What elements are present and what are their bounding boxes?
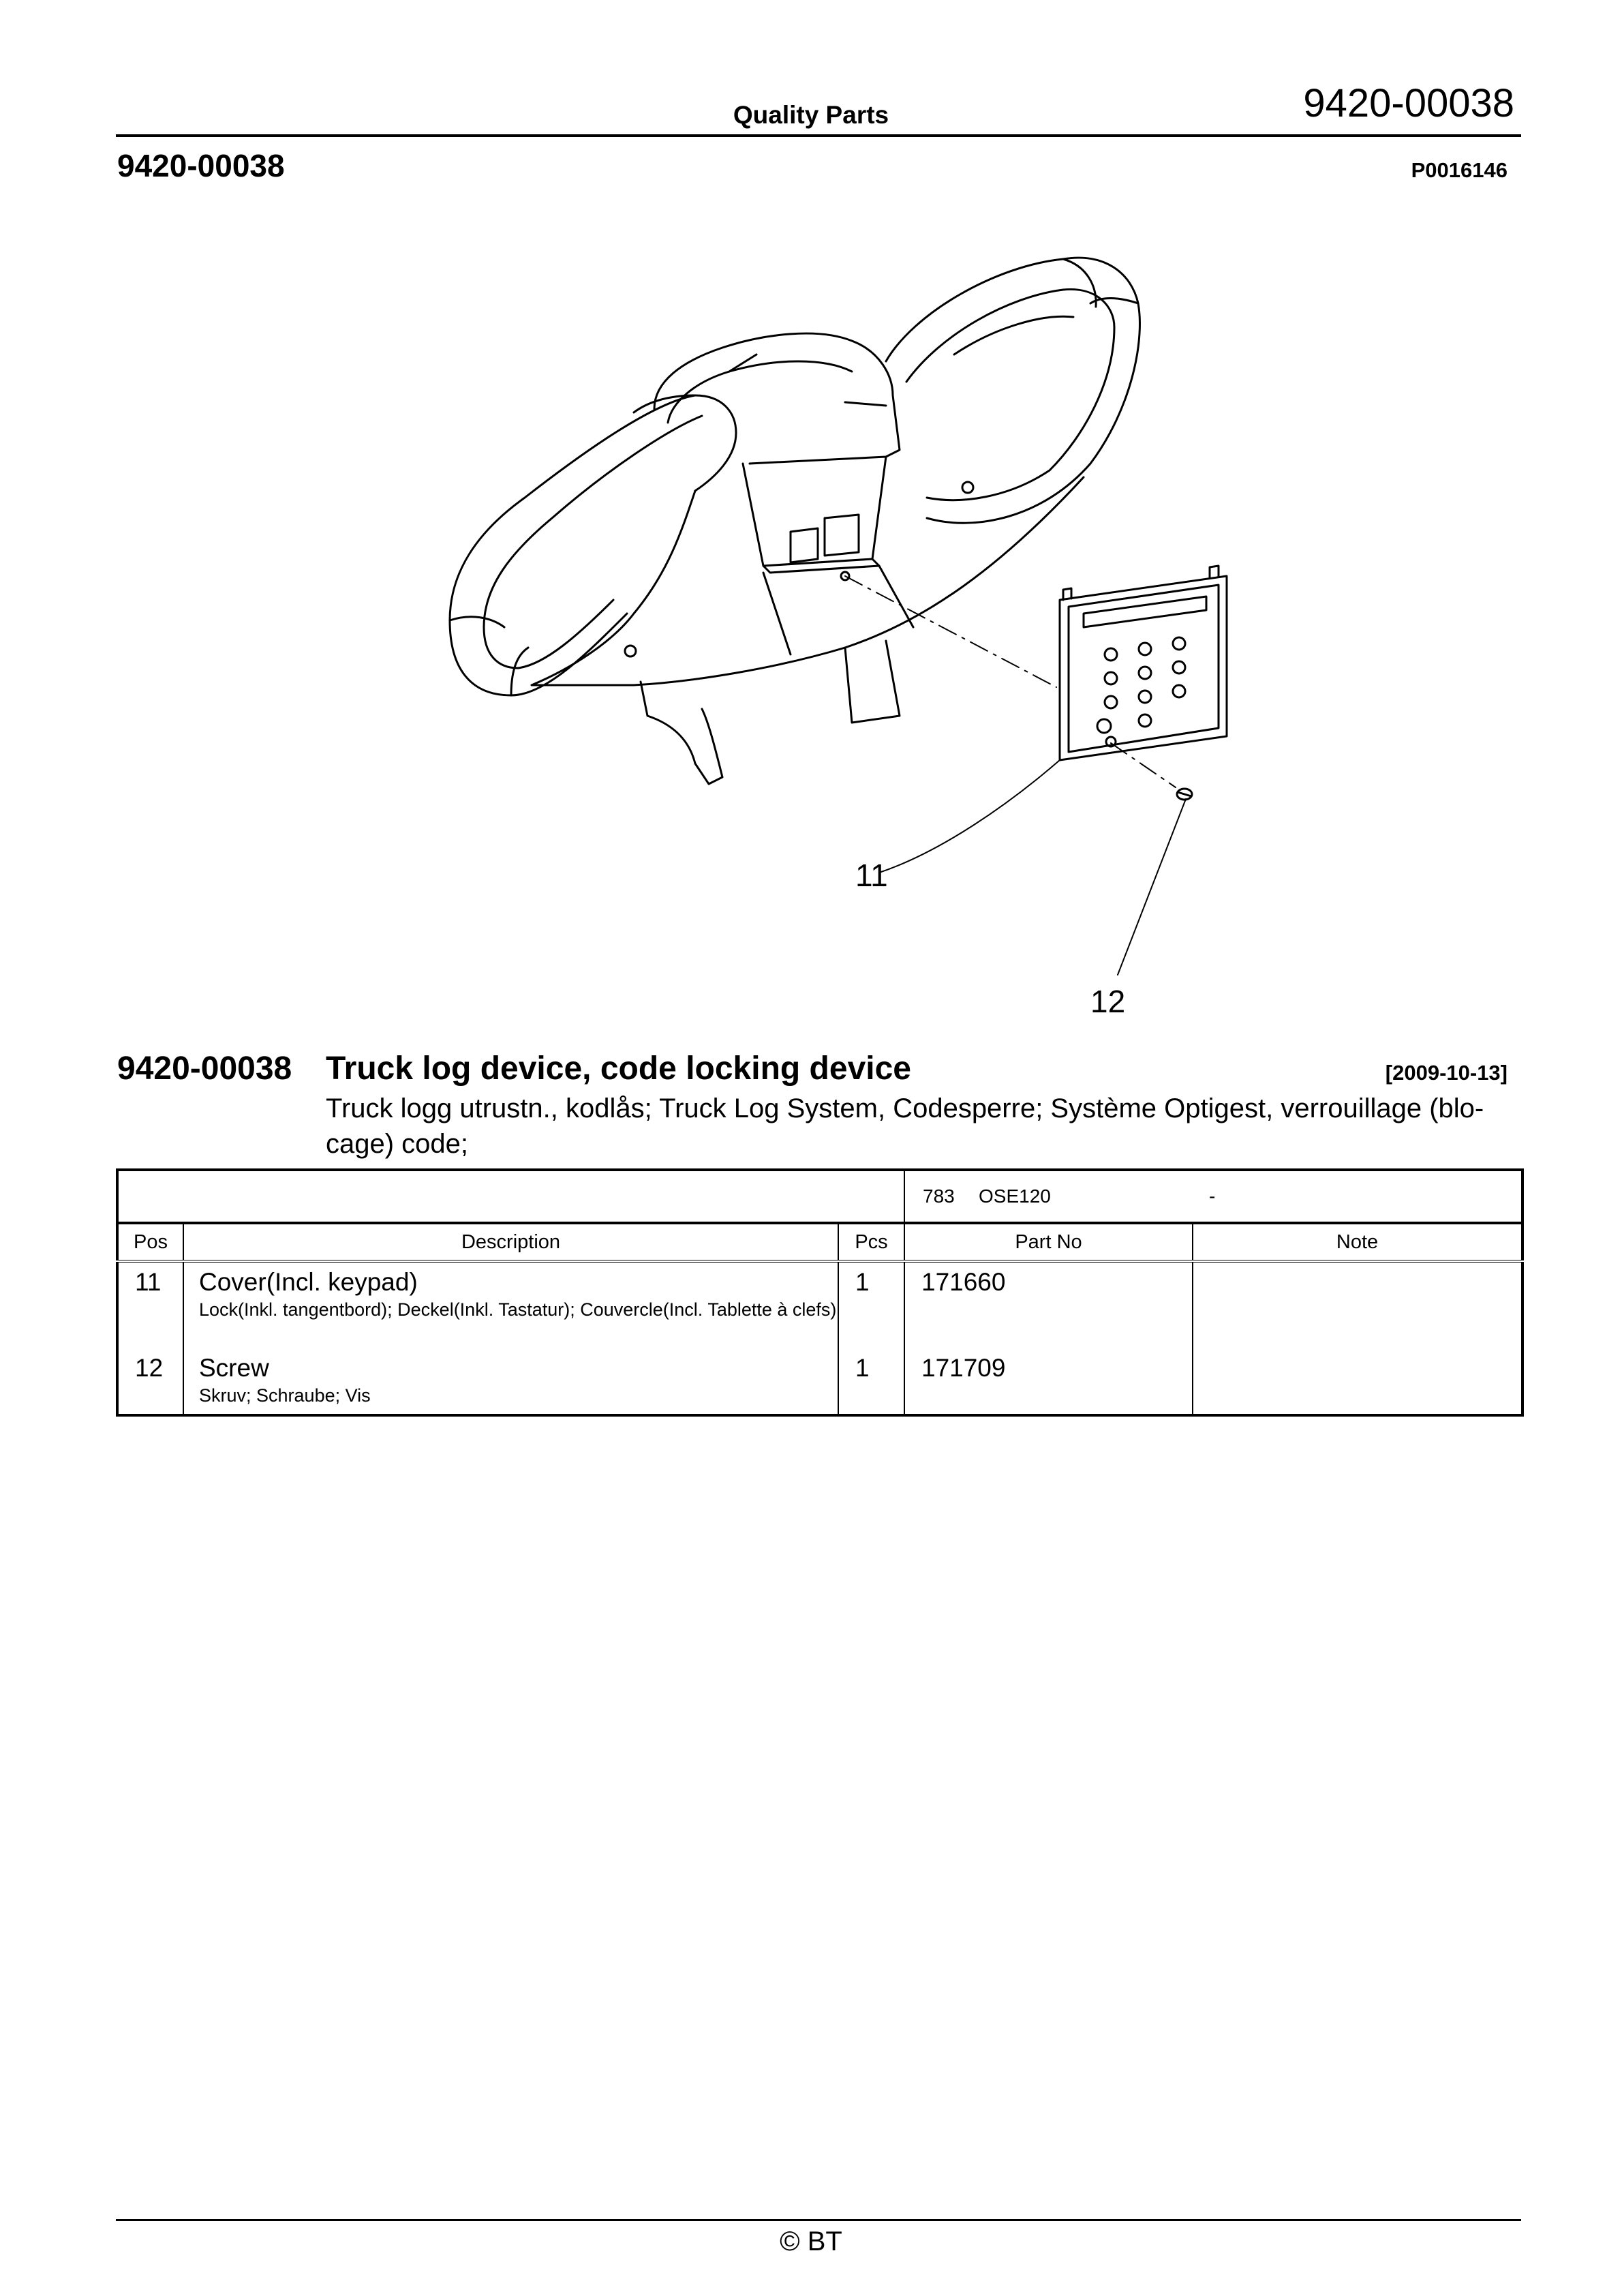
col-header-pcs: Pcs (838, 1223, 905, 1263)
row-note (1193, 1348, 1522, 1415)
col-header-part-no: Part No (904, 1223, 1193, 1263)
footer-copyright: © BT (780, 2226, 842, 2256)
right-handle-shape (885, 256, 1141, 524)
row-part-no: 171660 (904, 1261, 1193, 1348)
row-part-no: 171709 (904, 1348, 1193, 1415)
parts-table: 783 OSE120 - Pos Description Pcs Part No N… (116, 1168, 1525, 1417)
model-info: 783 OSE120 - (904, 1170, 1523, 1224)
callout-11: 11 (855, 858, 888, 893)
col-header-pos: Pos (117, 1223, 184, 1263)
footer-divider (116, 2219, 1521, 2221)
section-part-number: 9420-00038 (117, 148, 285, 183)
keypad-cover-shape (1058, 564, 1228, 761)
left-handle-shape (448, 394, 737, 697)
col-header-description: Description (183, 1223, 839, 1263)
row-translations: Skruv; Schraube; Vis (199, 1385, 371, 1406)
row-note (1193, 1261, 1522, 1348)
title-description: Truck log device, code locking device (326, 1051, 911, 1087)
drawing-reference: P0016146 (1411, 158, 1508, 182)
col-header-note: Note (1193, 1223, 1523, 1263)
model-name: OSE120 (979, 1185, 1051, 1207)
row-translations: Lock(Inkl. tangentbord); Deckel(Inkl. Ta… (199, 1299, 837, 1320)
table-header-row: Pos Description Pcs Part No Note (117, 1223, 1523, 1263)
header-divider (116, 134, 1521, 137)
model-range: - (1209, 1185, 1216, 1207)
header-brand-label: Quality Parts (733, 101, 889, 129)
row-pos: 12 (117, 1348, 184, 1415)
model-row: 783 OSE120 - (117, 1170, 1523, 1224)
header-part-number: 9420-00038 (1303, 81, 1514, 125)
model-empty-cell (117, 1170, 905, 1224)
title-translations: Truck logg utrustn., kodlås; Truck Log S… (326, 1093, 1484, 1159)
title-part-number: 9420-00038 (117, 1051, 292, 1087)
row-description-cell: Screw Skruv; Schraube; Vis (183, 1348, 839, 1415)
row-pos: 11 (117, 1261, 184, 1348)
row-description: Cover(Incl. keypad) (199, 1268, 418, 1296)
head-unit-shape (653, 332, 901, 574)
callout-12: 12 (1090, 984, 1125, 1019)
model-code: 783 (923, 1185, 955, 1207)
table-row: 11 Cover(Incl. keypad) Lock(Inkl. tangen… (117, 1261, 1522, 1348)
row-description-cell: Cover(Incl. keypad) Lock(Inkl. tangentbo… (183, 1261, 839, 1348)
main-body-shape (530, 476, 1085, 785)
table-row: 12 Screw Skruv; Schraube; Vis 1 171709 (117, 1348, 1522, 1415)
row-description: Screw (199, 1354, 269, 1382)
screw-shape (1176, 787, 1193, 801)
exploded-parts-drawing: 11 12 (448, 256, 1228, 1019)
row-pcs: 1 (838, 1261, 905, 1348)
title-date: [2009-10-13] (1385, 1061, 1508, 1085)
row-pcs: 1 (838, 1348, 905, 1415)
